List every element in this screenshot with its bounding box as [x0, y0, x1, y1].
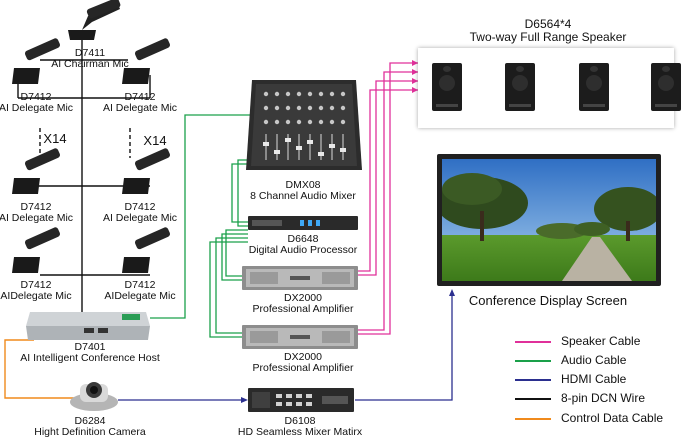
display-screen: [437, 154, 661, 286]
screen-label: Conference Display Screen: [468, 293, 628, 308]
matrix-icon: [248, 388, 354, 412]
legend-item-audio-cable: Audio Cable: [515, 353, 695, 369]
delegate-mic-icon-1: [12, 38, 60, 84]
legend-item-dcn-wire: 8-pin DCN Wire: [515, 391, 695, 407]
multiplier-right: X14: [143, 133, 167, 148]
legend-item-speaker-cable: Speaker Cable: [515, 334, 695, 350]
host-icon: [26, 312, 150, 340]
legend-label: Audio Cable: [561, 353, 627, 367]
legend-swatch: [515, 379, 551, 381]
delegate-mic-icon-2: [122, 38, 170, 84]
hdmi-cables: [118, 289, 455, 403]
speaker-icon-2: [505, 63, 535, 111]
legend-item-hdmi-cable: HDMI Cable: [515, 372, 695, 388]
legend-swatch: [515, 398, 551, 400]
control-data-cable: [4, 339, 80, 399]
speaker-icon-1: [432, 63, 462, 111]
mixer-icon: [246, 80, 362, 170]
processor-icon: [248, 216, 358, 230]
park-scene-image: [442, 159, 656, 281]
audio-cables: [150, 114, 257, 338]
legend-swatch: [515, 341, 551, 343]
legend-swatch: [515, 418, 551, 420]
multiplier-left: X14: [43, 131, 67, 146]
delegate-mic-icon-4: [122, 148, 170, 194]
delegate-mic-icon-3: [12, 148, 60, 194]
delegate-mic-icon-5: [12, 227, 60, 273]
chairman-mic-icon: [68, 0, 121, 40]
legend-item-control-data-cable: Control Data Cable: [515, 411, 695, 427]
dcn-wires: [17, 40, 151, 318]
camera-icon: [70, 382, 118, 411]
amplifier-icon-1: [242, 266, 358, 290]
speaker-icon-3: [579, 63, 609, 111]
legend-label: Control Data Cable: [561, 411, 664, 425]
legend-label: Speaker Cable: [561, 334, 641, 348]
delegate-mic-icon-6: [122, 227, 170, 273]
amplifier-icon-2: [242, 325, 358, 349]
legend-label: HDMI Cable: [561, 372, 627, 386]
speaker-icon-4: [651, 63, 681, 111]
legend-label: 8-pin DCN Wire: [561, 391, 646, 405]
legend-swatch: [515, 360, 551, 362]
speaker-cables: [358, 60, 418, 335]
